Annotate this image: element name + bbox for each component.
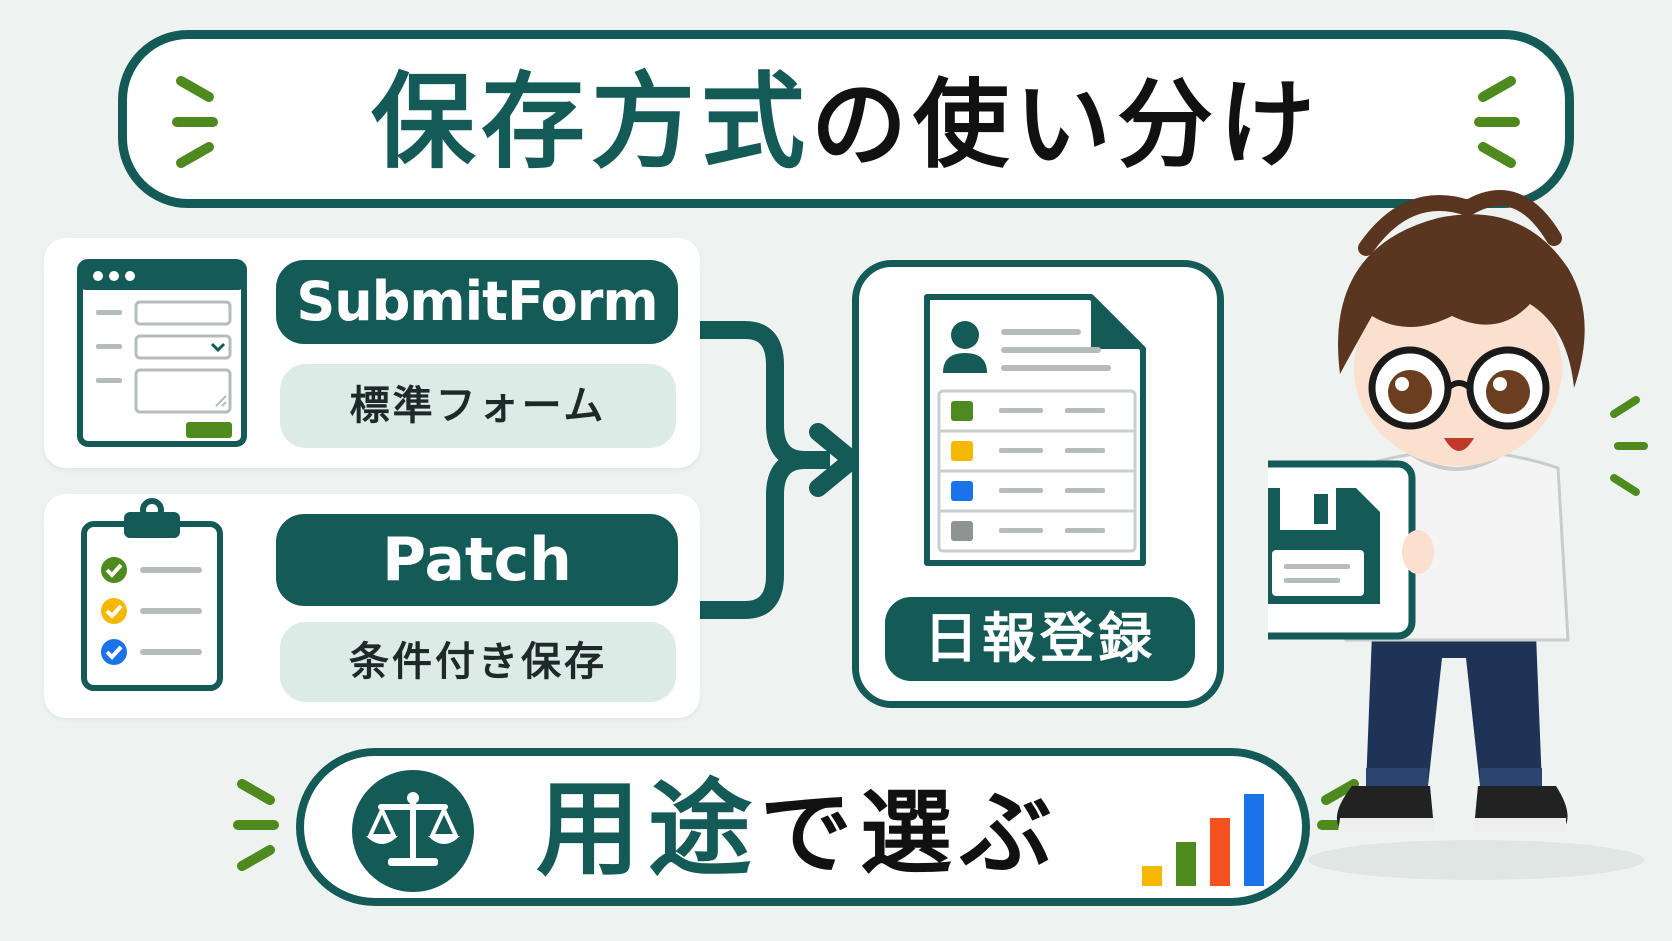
- method-card-patch: Patch 条件付き保存: [44, 494, 700, 718]
- clipboard-checklist-icon: [81, 498, 223, 691]
- bottom-part-sub: で選ぶ: [760, 780, 1061, 887]
- mascot-character-illustration: [1268, 190, 1648, 880]
- bar-chart-icon: [1142, 794, 1264, 886]
- burst-lines-left-icon: [172, 76, 218, 168]
- method-name-pill: SubmitForm: [276, 260, 678, 344]
- page-title: 保存方式の使い分け: [127, 67, 1565, 180]
- scale-icon: [352, 770, 474, 892]
- bottom-part-main: 用途: [536, 768, 761, 890]
- bottom-banner: 用途で選ぶ: [296, 748, 1310, 906]
- document-list-icon: [924, 294, 1146, 566]
- result-label-pill: 日報登録: [885, 597, 1195, 681]
- method-name-pill: Patch: [276, 514, 678, 606]
- title-banner: 保存方式の使い分け: [118, 30, 1574, 208]
- burst-lines-bottom-left-icon: [233, 779, 279, 871]
- bottom-message: 用途で選ぶ: [536, 774, 1060, 889]
- method-description-pill: 条件付き保存: [280, 622, 676, 702]
- method-description-pill: 標準フォーム: [280, 364, 676, 448]
- burst-lines-right-icon: [1474, 76, 1520, 168]
- browser-form-icon: [77, 259, 247, 447]
- title-part-sub: の使い分け: [811, 69, 1321, 181]
- result-card: 日報登録: [852, 260, 1224, 708]
- title-part-main: 保存方式: [370, 61, 811, 183]
- method-card-submitform: SubmitForm 標準フォーム: [44, 238, 700, 468]
